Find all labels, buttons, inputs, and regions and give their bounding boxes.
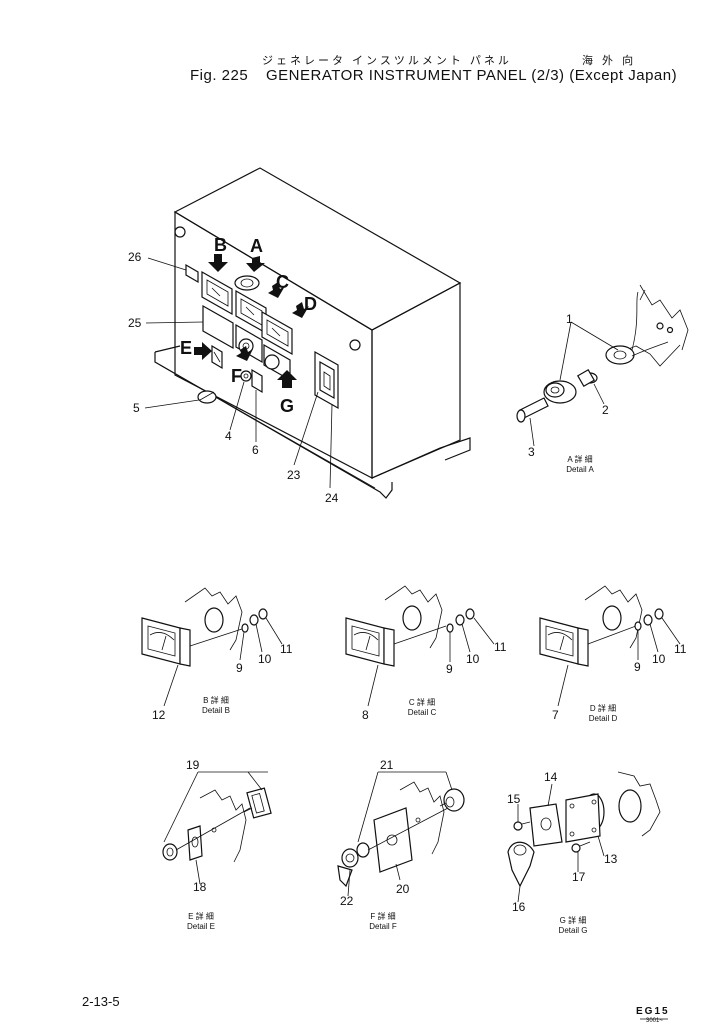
callout-5: 5	[133, 401, 140, 415]
view-arrows	[194, 254, 309, 388]
callout-g-16: 16	[512, 900, 526, 914]
detail-b	[141, 587, 283, 707]
arrow-label-d: D	[304, 294, 317, 314]
callout-f-21: 21	[380, 758, 394, 772]
callout-b-12: 12	[152, 708, 166, 722]
front-panel-components	[185, 263, 339, 410]
arrow-label-a: A	[250, 236, 263, 256]
page-title: GENERATOR INSTRUMENT PANEL (2/3) (Except…	[266, 67, 678, 84]
arrow-label-e: E	[180, 338, 193, 358]
arrow-label-c: C	[276, 272, 289, 292]
callout-c-8: 8	[362, 708, 369, 722]
callout-e-18: 18	[193, 880, 207, 894]
callout-g-14: 14	[544, 770, 558, 784]
callout-b-11: 11	[280, 642, 293, 656]
callout-b-10: 10	[258, 652, 272, 666]
detail-c-caption: C 詳 細 Detail C	[407, 698, 437, 717]
arrow-label-g: G	[280, 396, 295, 416]
callout-c-10: 10	[466, 652, 480, 666]
callout-b-9: 9	[236, 661, 243, 675]
callout-a-2: 2	[602, 403, 609, 417]
figure-number: Fig. 225	[190, 67, 249, 84]
detail-c	[345, 585, 495, 707]
callout-c-11: 11	[494, 640, 507, 654]
callout-f-22: 22	[340, 894, 354, 908]
callout-a-3: 3	[528, 445, 535, 459]
arrow-label-f: F	[231, 366, 242, 386]
callout-d-10: 10	[652, 652, 666, 666]
detail-e-caption: E 詳 細 Detail E	[186, 912, 215, 931]
detail-f-caption: F 詳 細 Detail F	[369, 912, 397, 931]
page-number: 2-13-5	[82, 994, 120, 1009]
japanese-title: ジェネレータ インスツルメント パネル	[262, 55, 512, 67]
callout-23: 23	[287, 468, 301, 482]
detail-g	[507, 771, 661, 903]
callout-e-19: 19	[186, 758, 200, 772]
callout-d-9: 9	[634, 660, 641, 674]
detail-d-caption: D 詳 細 Detail D	[588, 704, 618, 723]
callout-25: 25	[128, 316, 142, 330]
callout-26: 26	[128, 250, 142, 264]
generator-body	[154, 167, 471, 499]
arrow-label-b: B	[214, 235, 227, 255]
leader-lines	[144, 257, 333, 489]
callout-g-15: 15	[507, 792, 521, 806]
detail-e	[162, 771, 272, 885]
detail-g-caption: G 詳 細 Detail G	[558, 916, 588, 935]
serial-range: 3001~	[646, 1018, 663, 1024]
detail-a	[516, 284, 689, 447]
callout-g-17: 17	[572, 870, 586, 884]
callout-g-13: 13	[604, 852, 618, 866]
callout-d-11: 11	[674, 642, 687, 656]
callout-6: 6	[252, 443, 259, 457]
detail-a-caption: A 詳 細 Detail A	[566, 455, 594, 474]
callout-a-1: 1	[566, 312, 573, 326]
japanese-region: 海 外 向	[582, 55, 637, 67]
detail-b-caption: B 詳 細 Detail B	[201, 696, 230, 715]
drawing-code: EG15	[636, 1006, 670, 1017]
callout-24: 24	[325, 491, 339, 505]
callout-c-9: 9	[446, 662, 453, 676]
detail-f	[337, 771, 465, 897]
callout-d-7: 7	[552, 708, 559, 722]
detail-d	[539, 585, 681, 707]
callout-4: 4	[225, 429, 232, 443]
callout-f-20: 20	[396, 882, 410, 896]
